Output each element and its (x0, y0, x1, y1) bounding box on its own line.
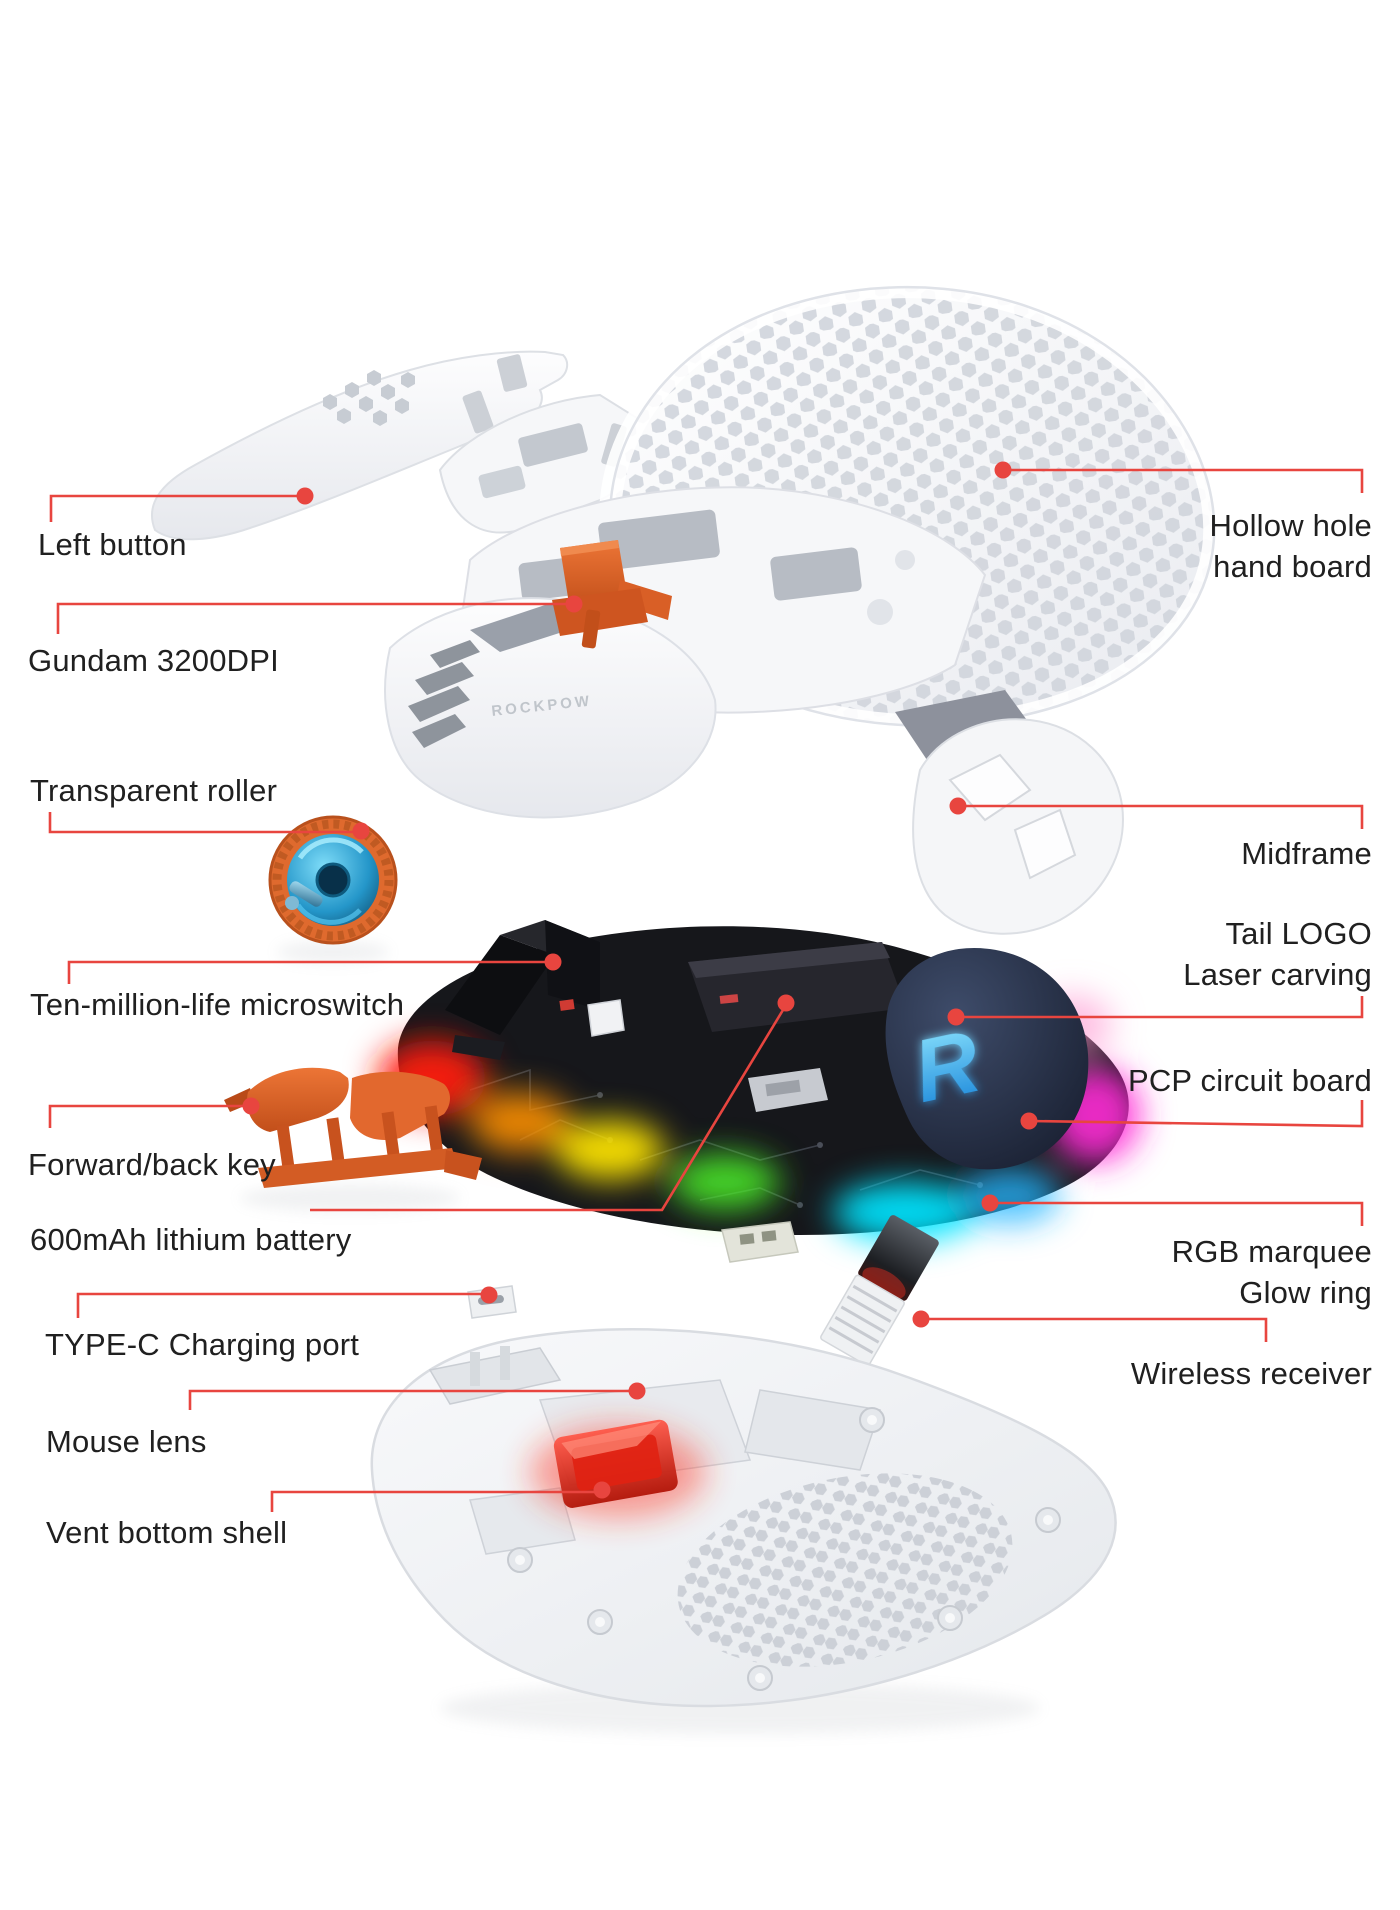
left-button-part (150, 350, 569, 541)
label-left-button: Left button (38, 527, 187, 562)
button-frame-plate (438, 393, 649, 534)
label-hollow-hand-board-line1: Hollow hole (1209, 508, 1372, 543)
label-rgb-marquee-line2: Glow ring (1239, 1275, 1372, 1310)
dot-hand-board (994, 461, 1012, 479)
label-mouse-lens: Mouse lens (46, 1424, 207, 1459)
dot-gundam-dpi (565, 595, 583, 613)
shell-vent-hexes (677, 1473, 1013, 1667)
dot-roller (352, 822, 370, 840)
label-tail-logo-line1: Tail LOGO (1225, 916, 1372, 951)
battery-part (688, 942, 906, 1032)
label-midframe: Midframe (1241, 836, 1372, 871)
label-tail-logo: Tail LOGO Laser carving (1183, 913, 1372, 995)
label-tail-logo-line2: Laser carving (1183, 957, 1372, 992)
tail-hump-part: R (885, 948, 1089, 1170)
leader-dots (242, 461, 1038, 1499)
label-microswitch: Ten-million-life microswitch (30, 987, 405, 1022)
pcb-part: R (377, 920, 1141, 1242)
dot-battery (777, 994, 795, 1012)
dot-tail-logo (947, 1008, 965, 1026)
label-pcp-circuit-board: PCP circuit board (1127, 1063, 1372, 1098)
leader-lines (48, 468, 1364, 1512)
dot-microswitch (544, 953, 562, 971)
leader-battery (310, 1004, 788, 1212)
key-sprue-legs (276, 1105, 444, 1176)
label-wireless-receiver: Wireless receiver (1130, 1356, 1372, 1391)
leader-hand-board (1003, 468, 1364, 493)
dot-vent (593, 1481, 611, 1499)
midframe-vents (408, 640, 480, 748)
label-hollow-hand-board: Hollow hole hand board (1210, 505, 1372, 587)
part-shadows (240, 941, 1040, 1734)
mouse-lens-part (553, 1419, 678, 1508)
left-button-clips (462, 354, 528, 434)
label-forward-back-key: Forward/back key (28, 1147, 276, 1182)
label-rgb-marquee-line1: RGB marquee (1171, 1234, 1372, 1269)
leader-type-c (76, 1292, 489, 1318)
microswitch-part (445, 920, 600, 1060)
bottom-shell-part (370, 1328, 1117, 1708)
midframe-cutouts (518, 509, 915, 625)
leader-tail-logo (956, 996, 1364, 1019)
label-lithium-battery: 600mAh lithium battery (30, 1222, 352, 1257)
dot-receiver (912, 1310, 930, 1328)
leader-pcp-board (1028, 1100, 1364, 1128)
leader-microswitch (67, 960, 553, 984)
dot-type-c (480, 1286, 498, 1304)
dot-rgb (981, 1194, 999, 1212)
roller-part (268, 815, 398, 945)
dot-forward-back (242, 1097, 260, 1115)
leader-lens (188, 1389, 637, 1410)
label-type-c-port: TYPE-C Charging port (45, 1327, 360, 1362)
label-gundam-dpi: Gundam 3200DPI (28, 643, 279, 678)
pcb-connector (748, 1068, 828, 1112)
dot-lens (628, 1382, 646, 1400)
leader-left-button (49, 494, 305, 522)
forward-back-key-part (224, 1067, 482, 1188)
leader-vent (270, 1490, 602, 1512)
screw-bosses (507, 1407, 1061, 1691)
leader-forward-back (48, 1104, 251, 1128)
leader-gundam-dpi (56, 602, 574, 634)
leader-rgb (990, 1201, 1364, 1226)
wireless-receiver-part (820, 1215, 939, 1367)
dot-midframe (949, 797, 967, 815)
label-vent-bottom-shell: Vent bottom shell (46, 1515, 288, 1550)
label-transparent-roller: Transparent roller (30, 773, 278, 808)
pcb-white-block (587, 999, 625, 1037)
dot-pcp-board (1020, 1112, 1038, 1130)
label-hollow-hand-board-line2: hand board (1213, 549, 1372, 584)
dot-left-button (296, 487, 314, 505)
leader-receiver (921, 1317, 1268, 1342)
leader-roller (48, 812, 361, 834)
connector-part (721, 1221, 799, 1263)
label-rgb-marquee: RGB marquee Glow ring (1172, 1231, 1372, 1313)
leader-midframe (958, 804, 1364, 829)
